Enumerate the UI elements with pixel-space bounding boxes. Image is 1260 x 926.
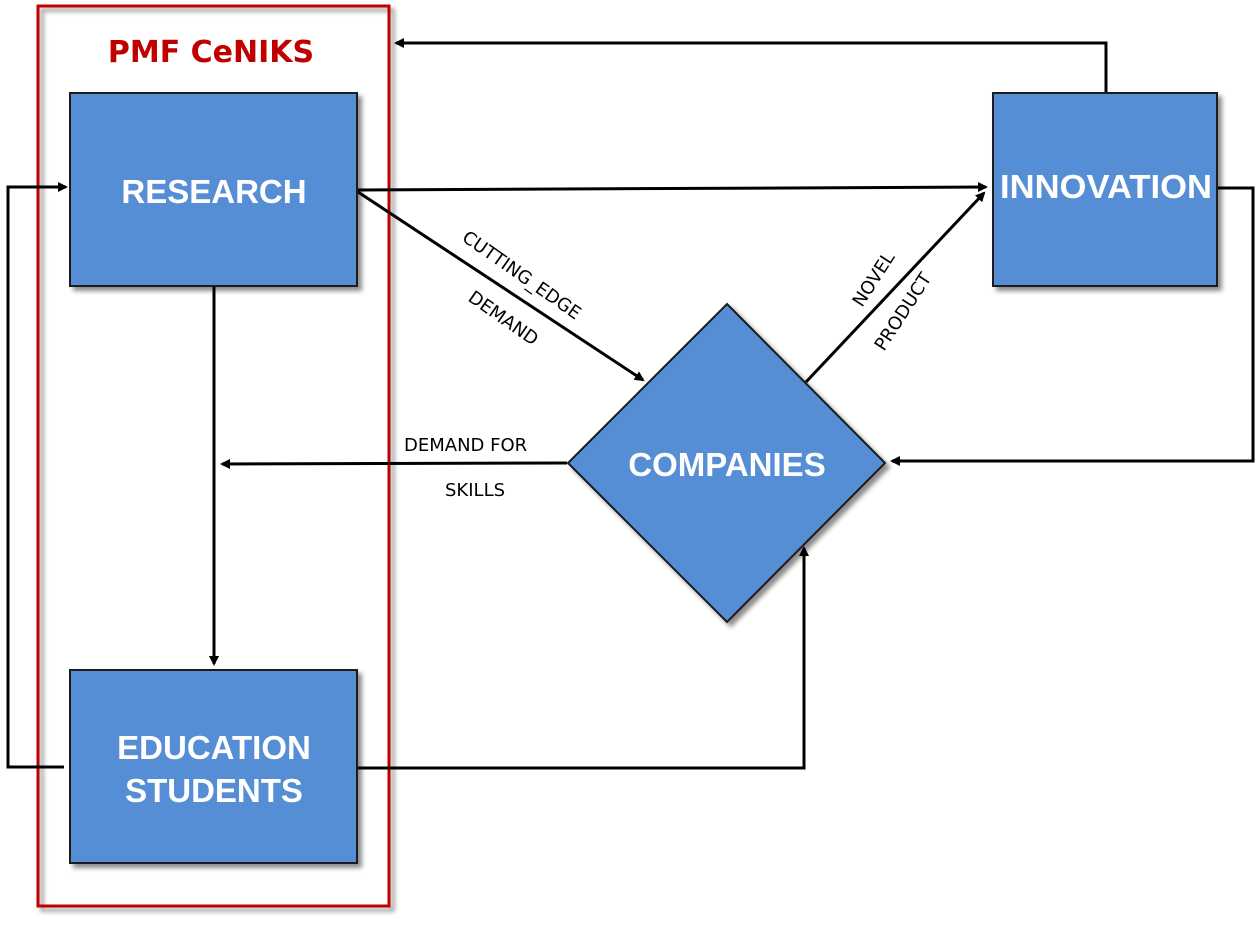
label-demand: DEMAND xyxy=(464,287,542,350)
connector-research-to-innovation xyxy=(357,182,988,193)
node-research-label: RESEARCH xyxy=(121,173,306,210)
node-innovation-label: INNOVATION xyxy=(1000,168,1212,205)
node-education-label-line2: STUDENTS xyxy=(125,772,303,809)
group-title: PMF CeNIKS xyxy=(108,35,314,70)
label-skills: SKILLS xyxy=(445,480,505,501)
node-research: RESEARCH xyxy=(69,92,358,287)
node-education-label-line1: EDUCATION xyxy=(117,729,311,766)
connector-companies-to-innovation xyxy=(804,191,986,384)
node-innovation: INNOVATION xyxy=(992,92,1218,287)
node-companies-label: COMPANIES xyxy=(628,446,825,483)
label-novel: NOVEL xyxy=(849,248,900,311)
group-border-pmf-ceniks xyxy=(36,4,391,908)
connector-innovation-to-companies xyxy=(890,186,1255,466)
label-demand-for: DEMAND FOR xyxy=(404,435,527,456)
connector-research-to-companies xyxy=(357,190,645,382)
node-companies: COMPANIES xyxy=(566,302,887,624)
connector-education-to-research xyxy=(6,182,68,769)
connector-companies-to-research xyxy=(220,458,568,469)
connector-education-to-companies xyxy=(358,546,809,770)
node-education-students: EDUCATION STUDENTS xyxy=(69,669,358,864)
connector-innovation-to-pmf xyxy=(394,38,1108,92)
